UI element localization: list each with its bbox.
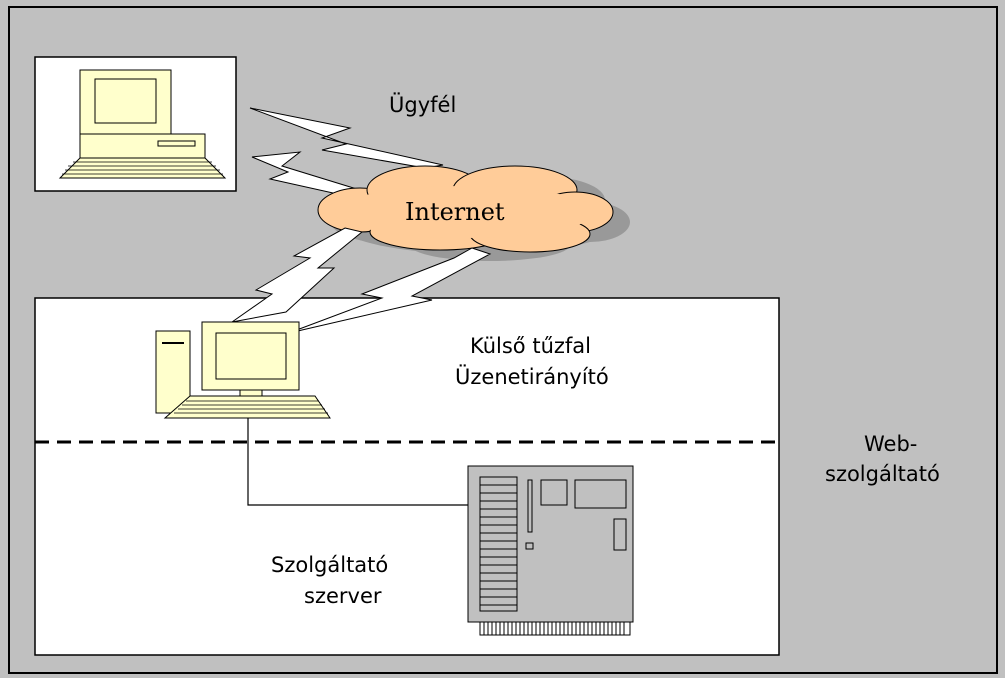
internet-label: Internet [405,198,505,226]
provider-label-line1: Web- [864,432,918,456]
internet-cloud-icon [317,165,614,253]
server-icon [467,465,634,636]
client-computer-icon [58,69,227,179]
connector-line [247,418,468,506]
server-label-line1: Szolgáltató [271,553,389,577]
client-label: Ügyfél [389,93,457,117]
firewall-computer-icon [155,321,331,419]
provider-label-line2: szolgáltató [825,462,940,486]
firewall-label-line2: Üzenetirányító [455,365,609,389]
server-label-line2: szerver [304,584,382,608]
provider-panel [34,297,780,656]
firewall-label-line1: Külső tűzfal [470,334,591,358]
outer-frame [8,6,998,674]
lightning-bolt-2 [251,151,362,196]
